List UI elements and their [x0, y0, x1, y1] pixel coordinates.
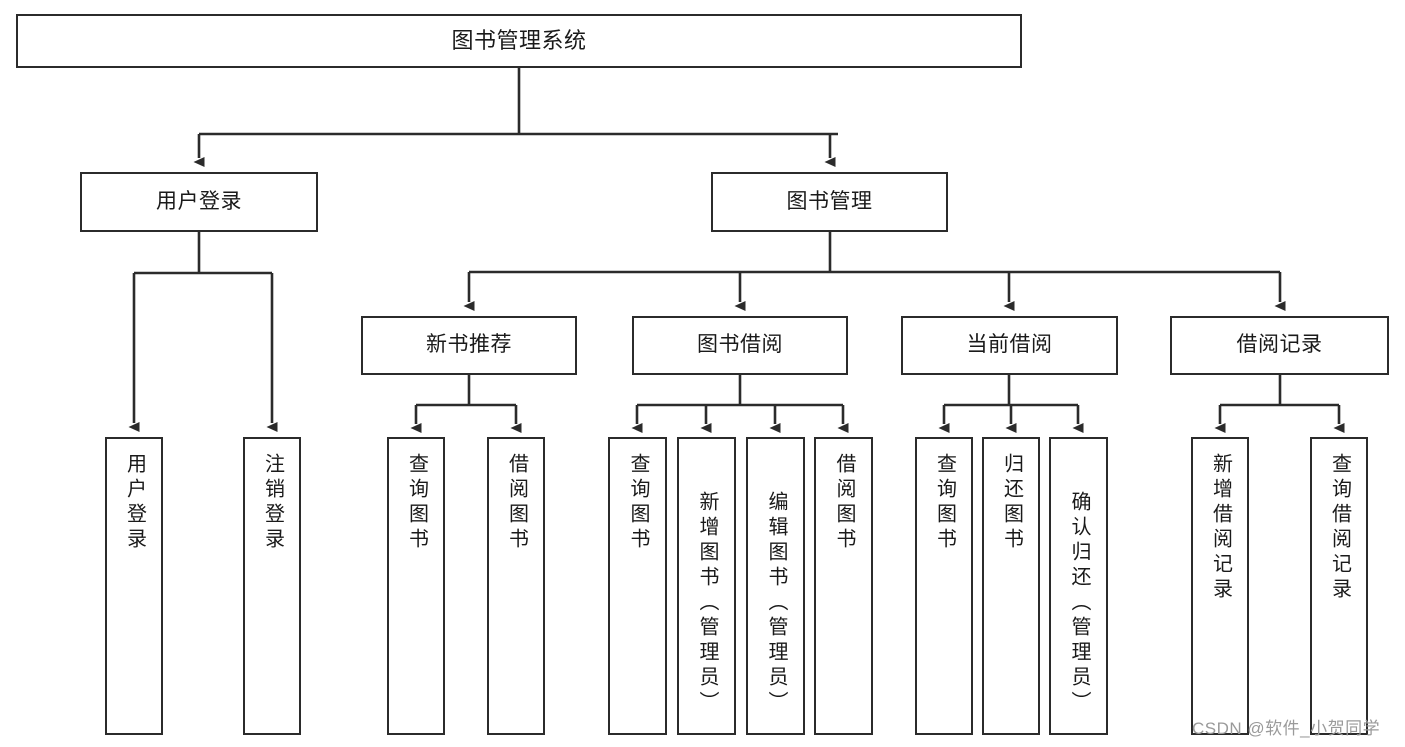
node-leaf-confirm-return[interactable]: 确认归还（管理员） [1049, 437, 1108, 735]
node-leaf-query-record-label: 查询借阅记录 [1328, 453, 1351, 603]
node-user-login[interactable]: 用户登录 [80, 172, 318, 232]
node-leaf-add-book-label: 新增图书（管理员） [696, 491, 718, 716]
node-leaf-add-book[interactable]: 新增图书（管理员） [677, 437, 736, 735]
node-leaf-query-book-3-label: 查询图书 [933, 453, 956, 553]
node-borrow-record-label: 借阅记录 [1236, 333, 1323, 357]
node-leaf-query-book-2-label: 查询图书 [627, 453, 649, 553]
node-leaf-return-book[interactable]: 归还图书 [982, 437, 1040, 735]
node-book-borrow[interactable]: 图书借阅 [632, 316, 848, 375]
node-leaf-query-book-1[interactable]: 查询图书 [387, 437, 445, 735]
node-new-book-rec-label: 新书推荐 [426, 333, 512, 357]
node-user-login-label: 用户登录 [156, 189, 242, 213]
node-leaf-borrow-book-2-label: 借阅图书 [833, 453, 855, 553]
node-leaf-borrow-book-1[interactable]: 借阅图书 [487, 437, 545, 735]
node-leaf-user-logout-label: 注销登录 [261, 453, 284, 553]
node-leaf-add-record[interactable]: 新增借阅记录 [1191, 437, 1249, 735]
node-leaf-query-book-2[interactable]: 查询图书 [608, 437, 667, 735]
node-leaf-edit-book[interactable]: 编辑图书（管理员） [746, 437, 805, 735]
node-root[interactable]: 图书管理系统 [16, 14, 1022, 68]
node-new-book-rec[interactable]: 新书推荐 [361, 316, 577, 375]
node-current-borrow-label: 当前借阅 [966, 333, 1053, 357]
node-leaf-query-book-1-label: 查询图书 [405, 453, 428, 553]
node-leaf-edit-book-label: 编辑图书（管理员） [765, 491, 787, 716]
node-borrow-record[interactable]: 借阅记录 [1170, 316, 1389, 375]
node-current-borrow[interactable]: 当前借阅 [901, 316, 1118, 375]
node-leaf-query-book-3[interactable]: 查询图书 [915, 437, 973, 735]
node-leaf-borrow-book-2[interactable]: 借阅图书 [814, 437, 873, 735]
node-leaf-query-record[interactable]: 查询借阅记录 [1310, 437, 1368, 735]
node-leaf-confirm-return-label: 确认归还（管理员） [1068, 491, 1090, 716]
node-leaf-borrow-book-1-label: 借阅图书 [505, 453, 528, 553]
node-book-borrow-label: 图书借阅 [697, 333, 783, 357]
csdn-watermark: CSDN @软件_小贺同学 [1192, 719, 1381, 738]
node-leaf-user-login-label: 用户登录 [123, 453, 146, 553]
node-root-label: 图书管理系统 [451, 28, 587, 54]
node-leaf-user-login[interactable]: 用户登录 [105, 437, 163, 735]
node-book-manage[interactable]: 图书管理 [711, 172, 948, 232]
node-book-manage-label: 图书管理 [786, 189, 873, 213]
node-leaf-return-book-label: 归还图书 [1000, 453, 1023, 553]
node-leaf-user-logout[interactable]: 注销登录 [243, 437, 301, 735]
node-leaf-add-record-label: 新增借阅记录 [1209, 453, 1232, 603]
